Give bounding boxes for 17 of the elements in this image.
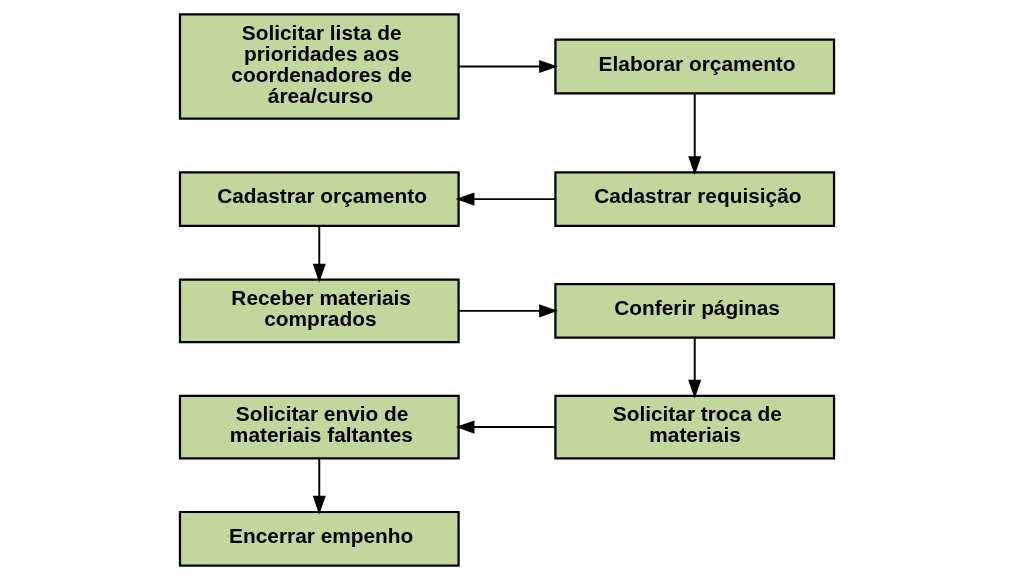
arrow (455, 420, 556, 434)
arrow (312, 225, 326, 283)
node-box: Conferir páginas (554, 282, 836, 339)
node-box: Solicitar lista de prioridades aos coordenadores de área/curso (178, 13, 460, 120)
arrow (457, 59, 558, 74)
arrow (312, 457, 326, 515)
node-box: Cadastrar orçamento (178, 171, 460, 228)
node-box: Solicitar envio de materiais faltantes (178, 394, 460, 460)
node-box: Cadastrar requisição (554, 171, 836, 228)
arrow (688, 337, 702, 399)
arrow (457, 304, 558, 318)
node-box: Receber materiais comprados (178, 278, 460, 344)
node-box: Elaborar orçamento (554, 38, 836, 95)
arrow (688, 92, 702, 175)
arrow (455, 192, 556, 206)
node-box: Solicitar troca de materiais (554, 394, 836, 460)
node-box: Encerrar empenho (178, 510, 460, 567)
